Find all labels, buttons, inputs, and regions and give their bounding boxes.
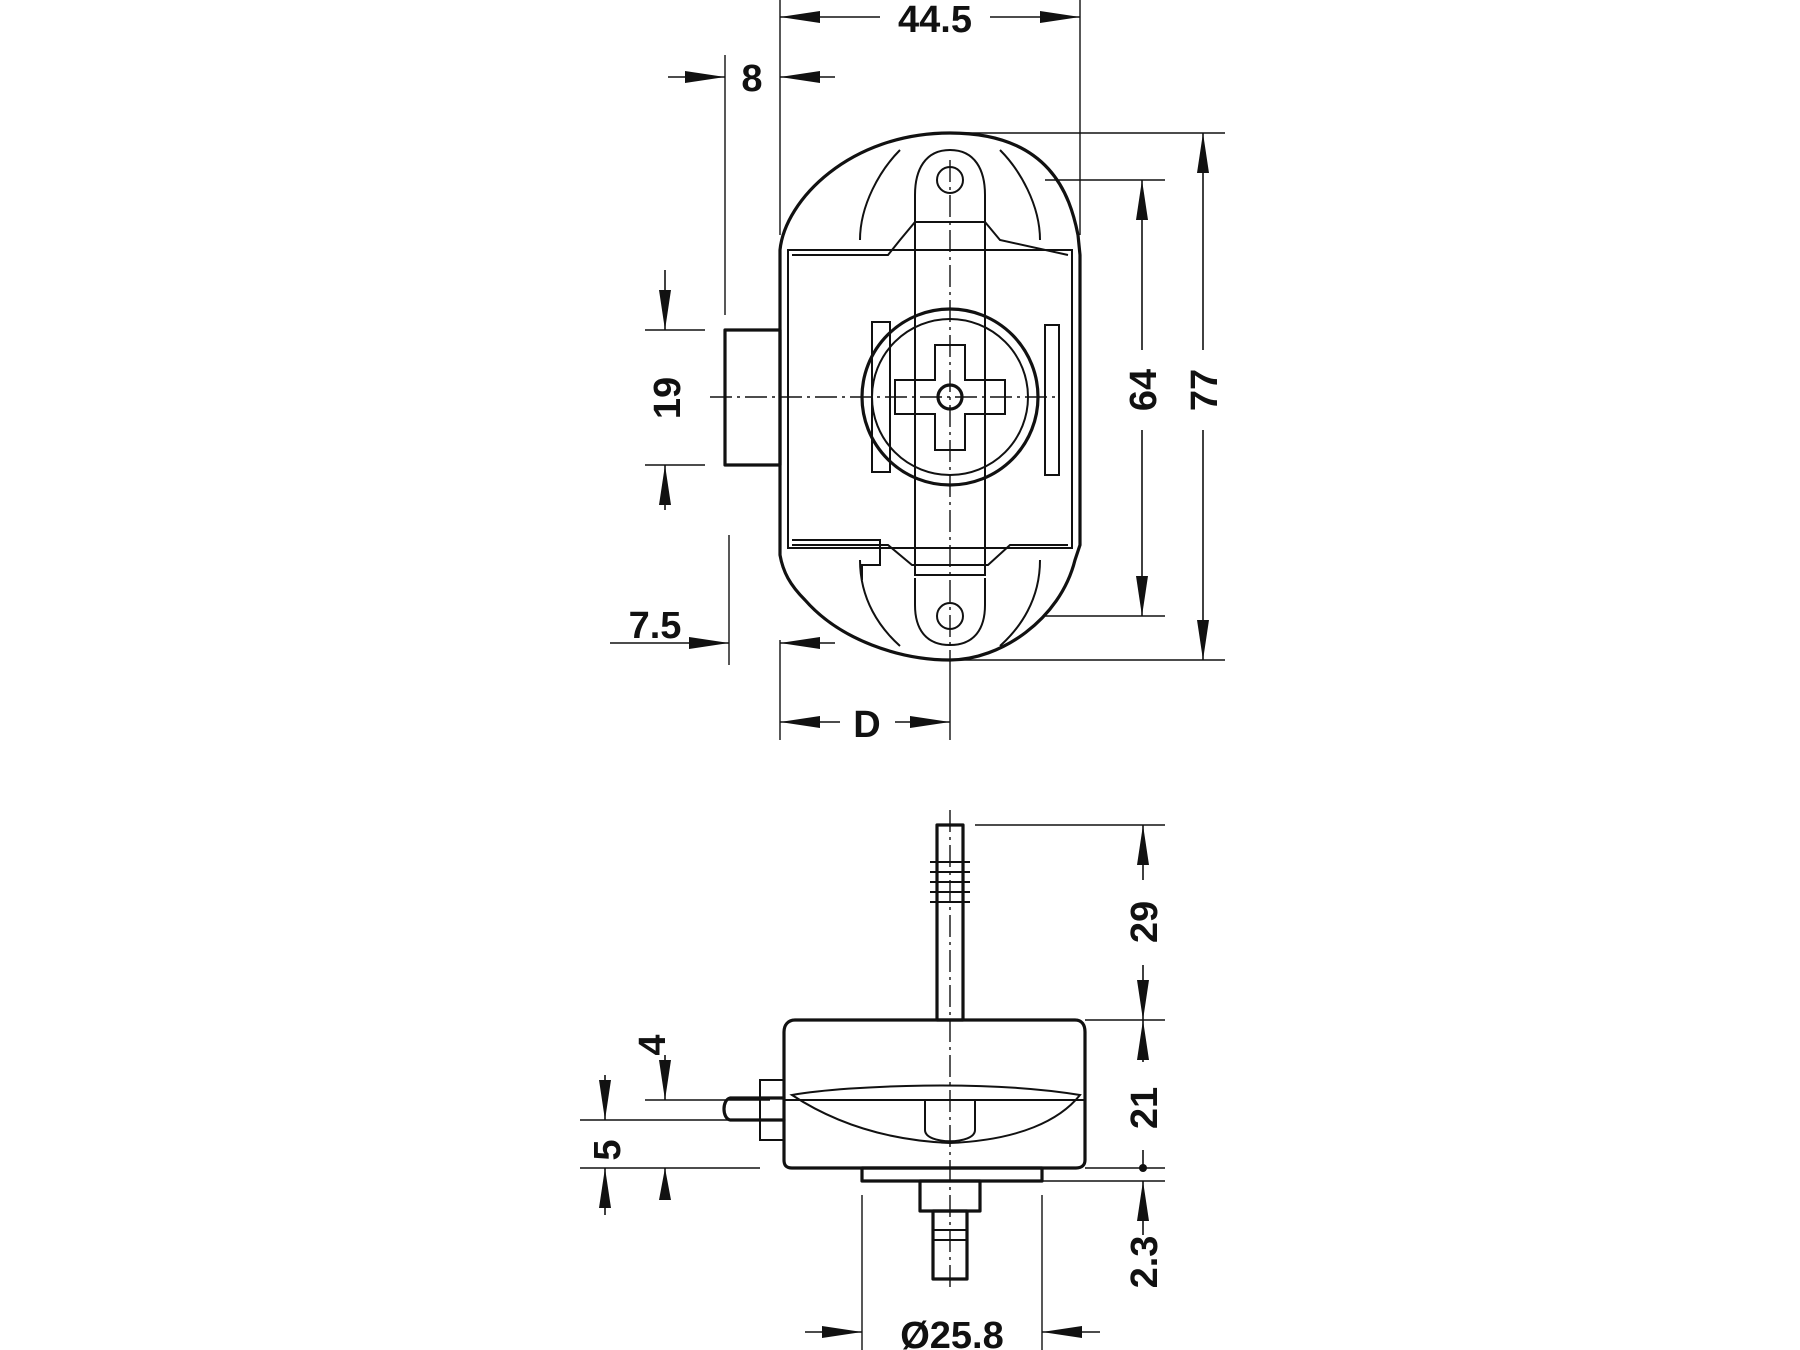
top-view-centerlines <box>710 160 1055 660</box>
top-mounting-lug <box>914 148 986 222</box>
dim-64: 64 <box>1045 179 1165 617</box>
dim-8: 8 <box>668 55 835 315</box>
dim-77: 77 <box>960 132 1226 661</box>
dim-29: 29 <box>975 824 1166 1021</box>
dim-label-8: 8 <box>741 58 762 100</box>
housing-outline <box>778 131 1082 662</box>
dim-label-D: D <box>853 704 880 746</box>
body-front-curve <box>789 1084 1082 1145</box>
dim-4: 4 <box>632 1034 770 1101</box>
housing-inner-frame <box>787 249 1073 549</box>
dim-44-5: 44.5 <box>779 0 1081 235</box>
dim-19: 19 <box>645 270 705 510</box>
dim-label-64: 64 <box>1123 369 1165 411</box>
dim-label-77: 77 <box>1184 369 1226 411</box>
dim-rose-diameter: Ø25.8 <box>805 1195 1100 1350</box>
dim-21: 21 <box>1085 1020 1166 1172</box>
dim-label-7-5: 7.5 <box>629 605 682 647</box>
rose-ring <box>860 1166 1044 1183</box>
dim-label-4: 4 <box>632 1034 674 1055</box>
dim-5: 5 <box>580 1075 770 1215</box>
dim-7-5: 7.5 <box>610 535 835 665</box>
cam-cross <box>894 344 1006 451</box>
lock-body-side <box>782 1018 1087 1170</box>
dim-2-3: 2.3 <box>1042 1180 1166 1289</box>
dim-label-29: 29 <box>1124 901 1166 943</box>
lock-side-view <box>722 823 1087 1281</box>
bolt-side <box>722 1096 786 1122</box>
dim-21-dot <box>1139 1164 1147 1172</box>
dim-label-2-3: 2.3 <box>1124 1236 1166 1289</box>
dim-label-19: 19 <box>647 377 689 419</box>
dim-label-44-5: 44.5 <box>898 0 972 41</box>
dim-label-5: 5 <box>587 1139 629 1160</box>
dim-label-21: 21 <box>1124 1087 1166 1129</box>
dim-D: D <box>779 640 951 746</box>
dim-label-25-8: Ø25.8 <box>900 1315 1004 1350</box>
